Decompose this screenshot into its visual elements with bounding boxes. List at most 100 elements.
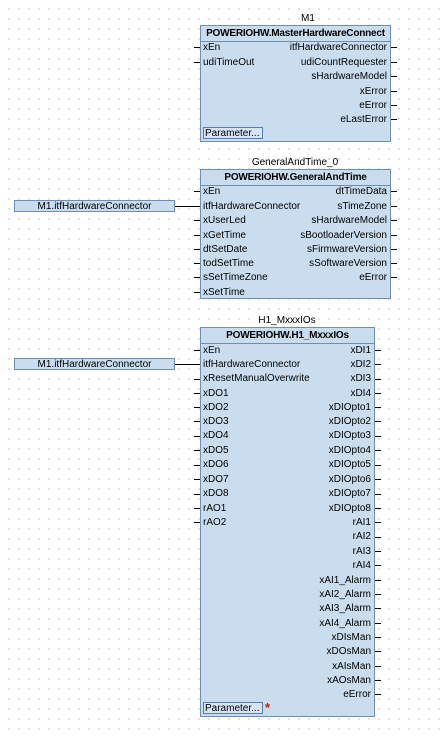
pin-stub (375, 379, 381, 380)
input-pin[interactable]: xDO6 (203, 459, 229, 470)
output-pin[interactable]: rAI3 (352, 546, 371, 557)
function-block[interactable]: POWERIOHW.GeneralAndTime xEn itfHardware… (200, 169, 391, 299)
pin-stub (375, 594, 381, 595)
output-pin[interactable]: xDIOpto1 (328, 402, 371, 413)
input-pin[interactable]: udiTimeOut (203, 57, 255, 68)
output-pin[interactable]: xDIsMan (331, 632, 371, 643)
output-pin[interactable]: xDIOpto8 (328, 503, 371, 514)
output-pin[interactable]: xDIOpto6 (328, 474, 371, 485)
input-pin[interactable]: xDO7 (203, 474, 229, 485)
output-pin[interactable]: eError (359, 100, 387, 111)
pin-stub (375, 421, 381, 422)
input-pin[interactable]: dtSetDate (203, 244, 248, 255)
pin-stub (375, 651, 381, 652)
output-pin[interactable]: sTimeZone (337, 201, 387, 212)
input-variable-box[interactable]: M1.itfHardwareConnector (14, 358, 175, 370)
output-pin[interactable]: xAI2_Alarm (319, 589, 371, 600)
input-pin[interactable]: xSetTime (203, 287, 245, 298)
input-pin[interactable]: xDO3 (203, 416, 229, 427)
output-pin[interactable]: dtTimeData (335, 186, 387, 197)
output-pin[interactable]: itfHardwareConnector (289, 42, 387, 53)
input-pin[interactable]: xDO4 (203, 430, 229, 441)
output-pin[interactable]: rAI2 (352, 531, 371, 542)
output-pin[interactable]: xDIOpto7 (328, 488, 371, 499)
pin-stub (375, 551, 381, 552)
output-pin[interactable]: sHardwareModel (311, 71, 387, 82)
pin-stub (391, 191, 397, 192)
output-pin[interactable]: xDIOpto3 (328, 430, 371, 441)
input-pin[interactable]: itfHardwareConnector (203, 359, 301, 370)
output-pin[interactable]: eError (343, 689, 371, 700)
pin-stub (194, 436, 200, 437)
pin-stub (194, 47, 200, 48)
input-pin[interactable]: xGetTime (203, 230, 246, 241)
output-pin[interactable]: xAI1_Alarm (319, 575, 371, 586)
function-block[interactable]: POWERIOHW.MasterHardwareConnect xEn udiT… (200, 25, 391, 142)
pin-stub (375, 623, 381, 624)
output-pin[interactable]: xAIsMan (332, 661, 371, 672)
output-pin[interactable]: xAOsMan (327, 675, 371, 686)
pin-stub (375, 508, 381, 509)
output-pin[interactable]: xDIOpto2 (328, 416, 371, 427)
input-pin[interactable]: xDO2 (203, 402, 229, 413)
output-pin[interactable]: xDOsMan (326, 646, 371, 657)
parameter-button[interactable]: Parameter... (203, 702, 263, 714)
pin-stub (375, 637, 381, 638)
pin-stub (375, 393, 381, 394)
input-pin[interactable]: rAO2 (203, 517, 227, 528)
input-pin[interactable]: xEn (203, 345, 221, 356)
input-variable-box[interactable]: M1.itfHardwareConnector (14, 200, 175, 212)
input-pin[interactable]: xUserLed (203, 215, 246, 226)
pin-stub (194, 263, 200, 264)
pin-stub (194, 494, 200, 495)
input-pin[interactable]: itfHardwareConnector (203, 201, 301, 212)
output-pin[interactable]: xDI1 (350, 345, 371, 356)
output-pin[interactable]: rAI4 (352, 560, 371, 571)
output-pin[interactable]: eError (359, 272, 387, 283)
input-pin[interactable]: xEn (203, 186, 221, 197)
input-pin[interactable]: xDO8 (203, 488, 229, 499)
output-pin[interactable]: xAI3_Alarm (319, 603, 371, 614)
output-pin[interactable]: xDI3 (350, 373, 371, 384)
output-pin[interactable]: xDI2 (350, 359, 371, 370)
pin-stub (375, 608, 381, 609)
output-pin[interactable]: sHardwareModel (311, 215, 387, 226)
input-pin[interactable]: xEn (203, 42, 221, 53)
output-pin[interactable]: xDI4 (350, 388, 371, 399)
pin-stub (391, 47, 397, 48)
pin-stub (391, 220, 397, 221)
pin-stub (375, 580, 381, 581)
pin-stub (391, 91, 397, 92)
input-pin[interactable]: xDO1 (203, 388, 229, 399)
output-pin[interactable]: eLastError (340, 114, 387, 125)
output-pin[interactable]: xError (359, 86, 387, 97)
output-pin[interactable]: rAI1 (352, 517, 371, 528)
pin-stub (375, 680, 381, 681)
pin-stub (194, 465, 200, 466)
output-pin[interactable]: sBootloaderVersion (300, 230, 387, 241)
input-pin[interactable]: sSetTimeZone (203, 272, 268, 283)
output-pin[interactable]: xDIOpto4 (328, 445, 371, 456)
pin-stub (194, 522, 200, 523)
pin-stub (375, 407, 381, 408)
pin-stub (375, 465, 381, 466)
pin-stub (194, 379, 200, 380)
input-pin[interactable]: xResetManualOverwrite (203, 373, 310, 384)
pin-stub (391, 76, 397, 77)
modified-marker: * (265, 700, 271, 715)
function-block[interactable]: POWERIOHW.H1_MxxxIOs xEn itfHardwareConn… (200, 327, 375, 717)
output-pin[interactable]: sSoftwareVersion (309, 258, 387, 269)
output-pin[interactable]: xAI4_Alarm (319, 618, 371, 629)
pin-stub (375, 522, 381, 523)
pin-stub (375, 494, 381, 495)
pin-stub (194, 407, 200, 408)
pin-stub (194, 235, 200, 236)
output-pin[interactable]: sFirmwareVersion (306, 244, 387, 255)
output-pin[interactable]: xDIOpto5 (328, 459, 371, 470)
parameter-button[interactable]: Parameter... (203, 127, 263, 139)
input-pin[interactable]: xDO5 (203, 445, 229, 456)
pin-stub (375, 436, 381, 437)
output-pin[interactable]: udiCountRequester (300, 57, 387, 68)
input-pin[interactable]: todSetTime (203, 258, 254, 269)
input-pin[interactable]: rAO1 (203, 503, 227, 514)
